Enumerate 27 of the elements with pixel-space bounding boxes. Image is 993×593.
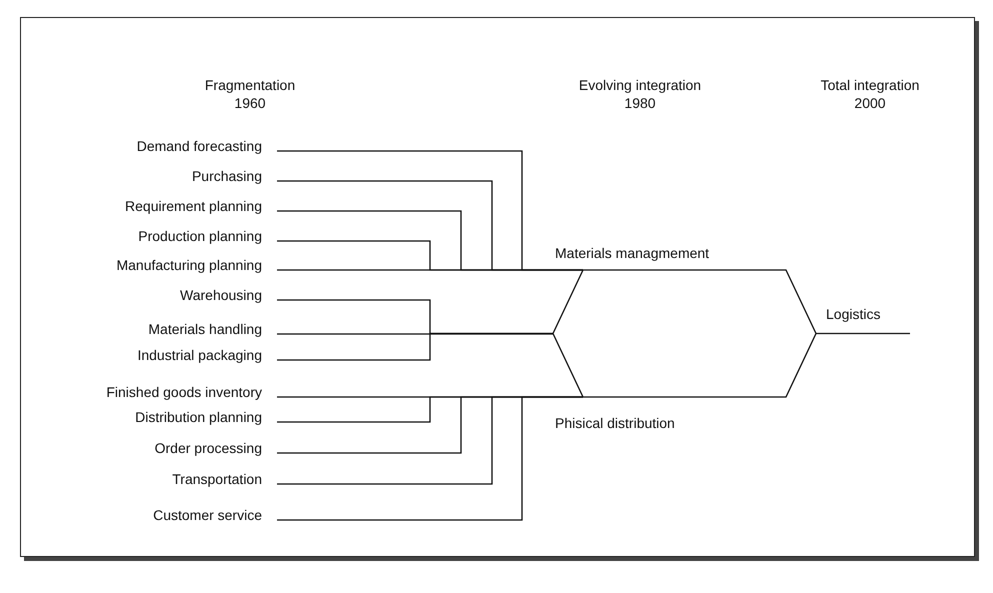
connector-line <box>277 396 583 521</box>
process-label: Demand forecasting <box>30 136 277 156</box>
process-label: Production planning <box>30 226 277 246</box>
column-heading: 2000 <box>853 94 887 112</box>
stage-label: Phisical distribution <box>555 414 675 433</box>
process-label: Finished goods inventory <box>30 382 277 402</box>
process-label: Warehousing <box>30 285 277 305</box>
column-heading: Fragmentation <box>204 76 296 94</box>
process-label: Requirement planning <box>30 196 277 216</box>
column-heading: Total integration <box>820 76 920 94</box>
process-label: Logistics <box>826 304 910 334</box>
column-heading: 1960 <box>233 94 267 112</box>
process-label: Materials handling <box>30 319 277 339</box>
connector-line <box>277 269 583 271</box>
process-label: Order processing <box>30 438 277 458</box>
stage-label: Materials managmement <box>555 244 710 263</box>
process-label: Customer service <box>30 505 277 525</box>
connector-line <box>816 332 910 334</box>
process-label: Industrial packaging <box>30 345 277 365</box>
process-label: Purchasing <box>30 166 277 186</box>
column-heading: Evolving integration <box>578 76 702 94</box>
process-label: Distribution planning <box>30 407 277 427</box>
process-label: Transportation <box>30 469 277 489</box>
connector-line <box>277 332 553 361</box>
connector-line <box>277 333 553 335</box>
column-heading: 1980 <box>623 94 657 112</box>
process-label: Manufacturing planning <box>30 255 277 275</box>
